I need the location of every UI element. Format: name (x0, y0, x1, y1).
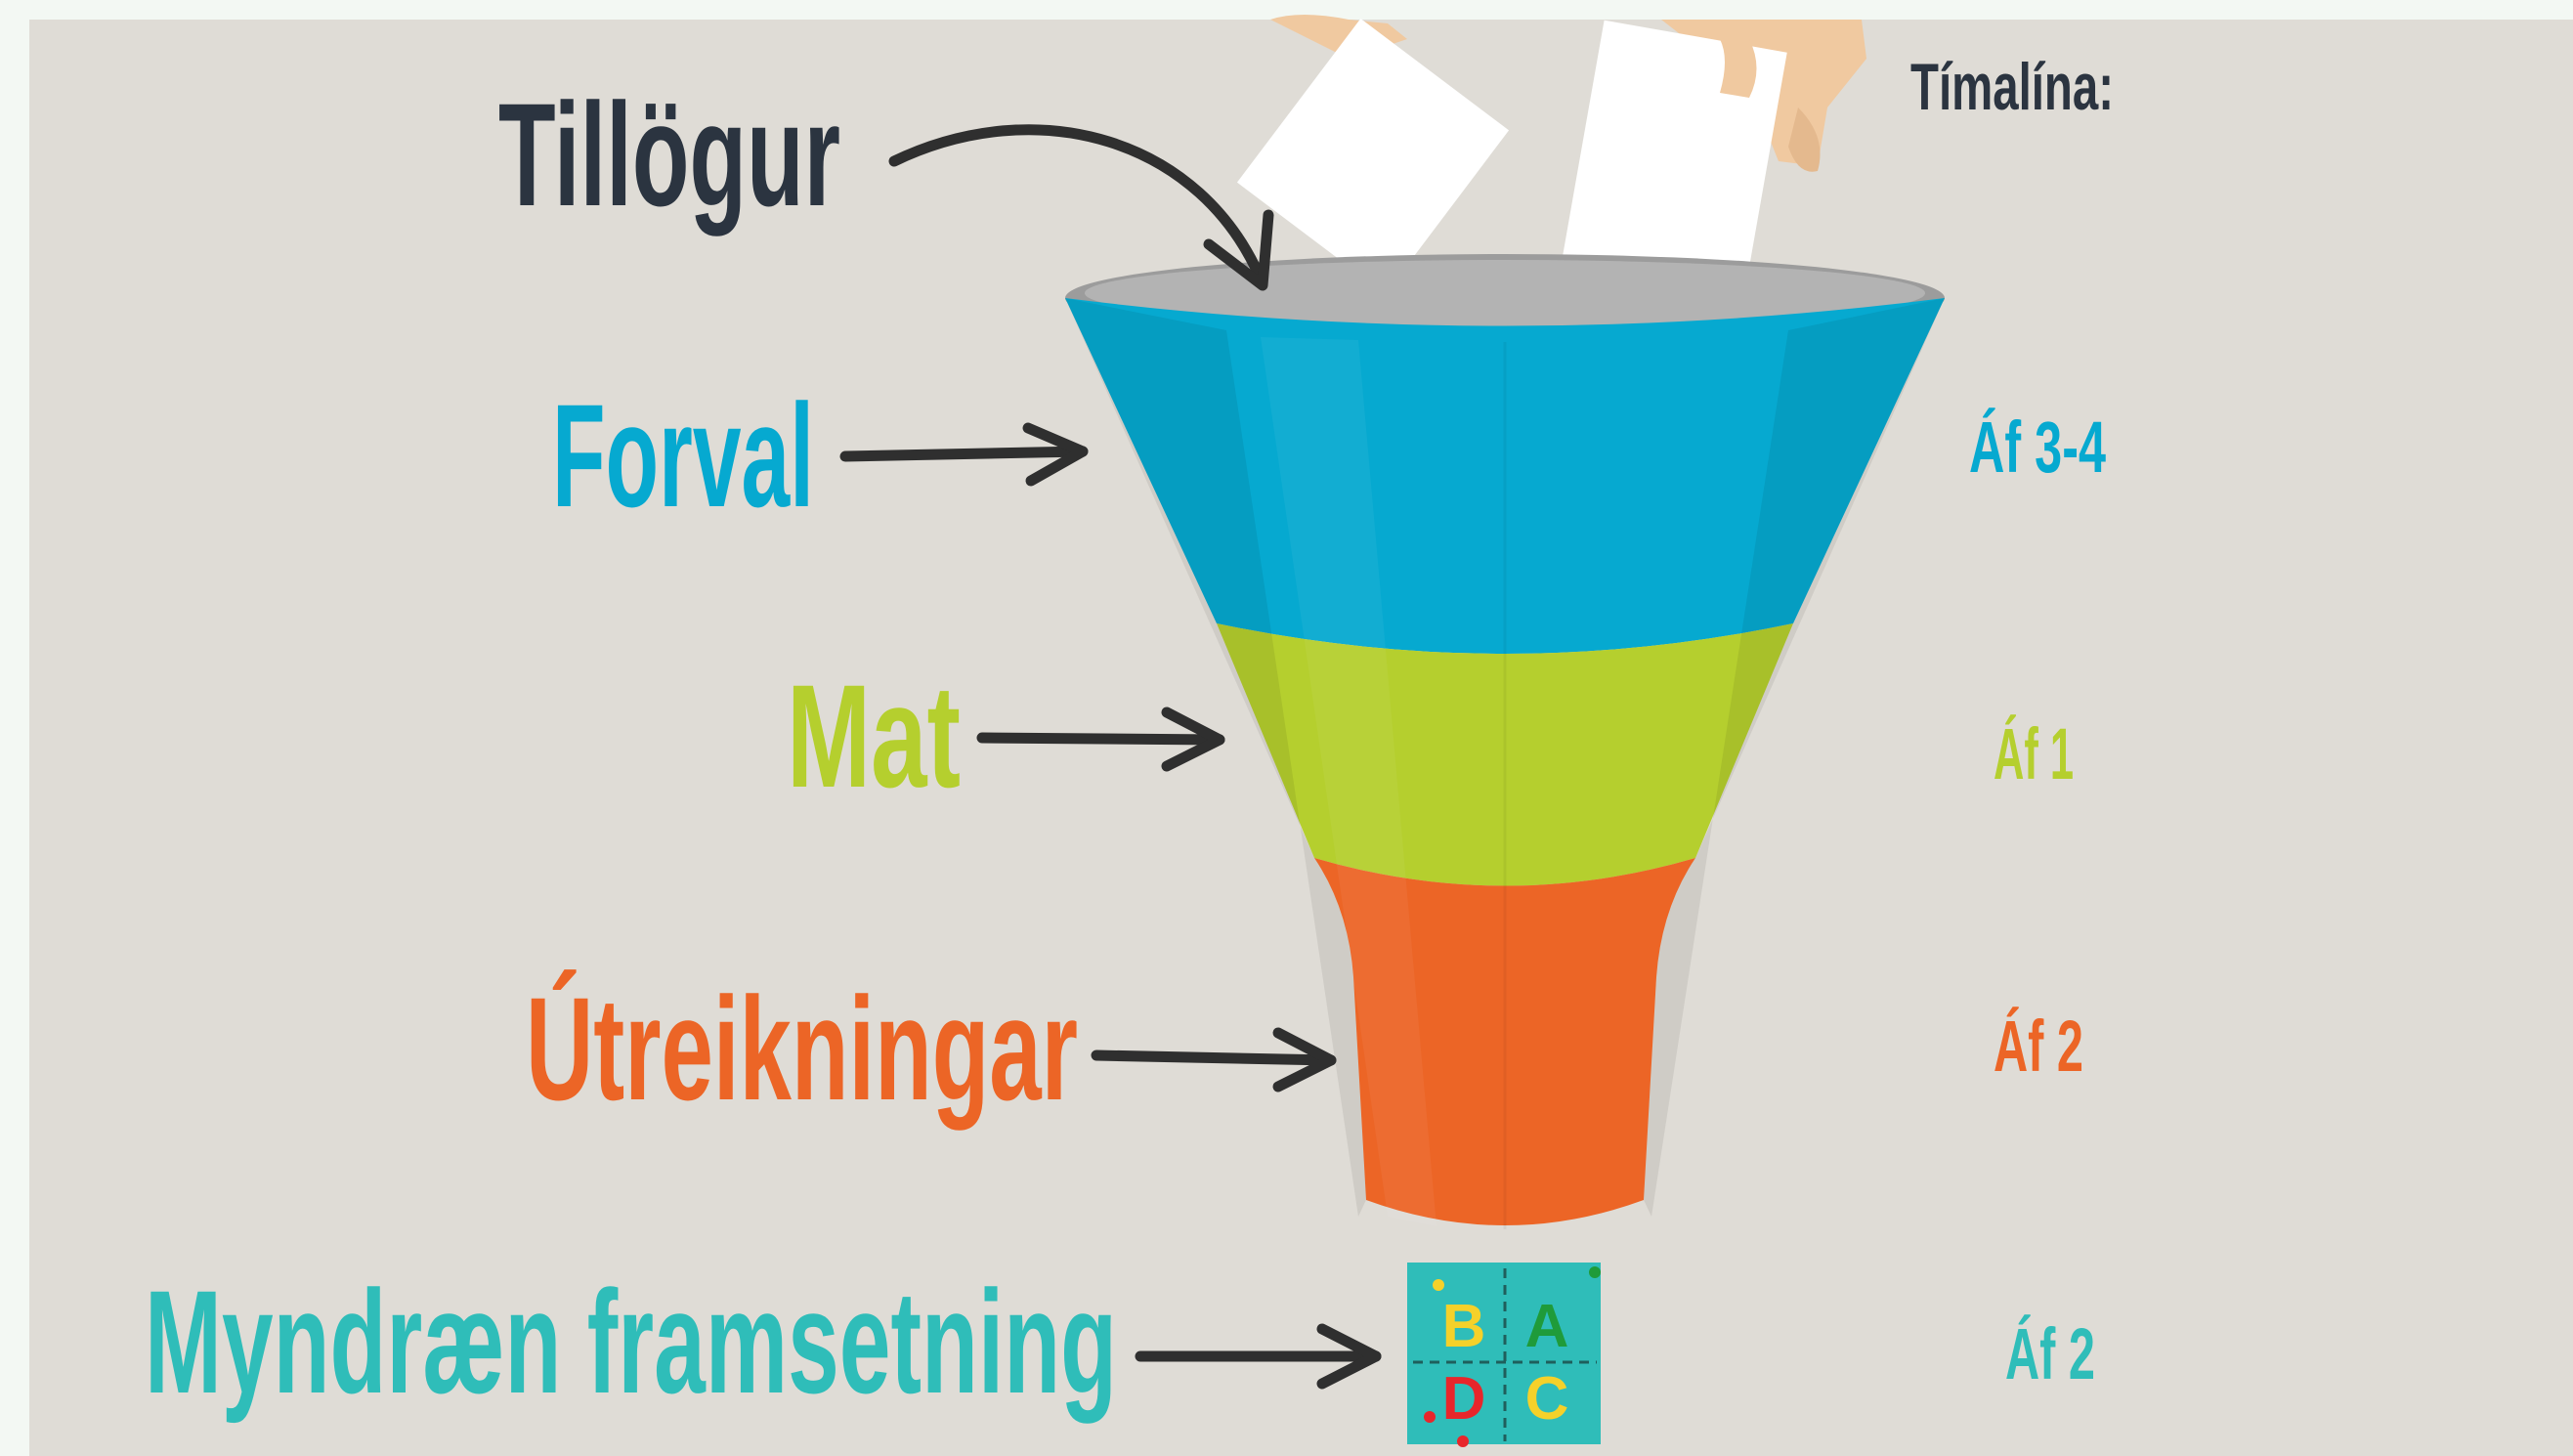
matrix-cell-b: B (1442, 1293, 1486, 1360)
matrix-cell-c: C (1525, 1365, 1569, 1433)
ballot-paper-icon (1236, 18, 1510, 295)
funnel-highlight (1261, 337, 1437, 1226)
stage-label-myndraen-framsetning: Myndræn framsetning (145, 1260, 1117, 1424)
hand-icon (1720, 39, 1757, 98)
mat-arrow-icon (976, 732, 1225, 746)
hand-icon (1788, 107, 1821, 172)
curved-arrow-icon-head (1203, 209, 1274, 291)
funnel-opening (1085, 260, 1925, 326)
timeline-heading: Tímalína: (1910, 50, 2114, 124)
stage-label-utreikningar: Útreikningar (526, 966, 1078, 1131)
matrix-dot (1424, 1411, 1436, 1423)
forval-arrow-head (1022, 422, 1089, 487)
funnel-section-green (1217, 623, 1793, 886)
matrix-dot (1457, 1435, 1469, 1447)
mat-arrow-head (1161, 707, 1225, 772)
utreikningar-arrow-icon (1091, 1049, 1337, 1066)
myndraen-arrow-head (1316, 1323, 1382, 1390)
funnel-shade-left (1065, 298, 1366, 1217)
funnel-section-orange (1314, 858, 1695, 1225)
abcd-matrix-icon: B A D C (1407, 1263, 1601, 1447)
matrix-cell-d: D (1442, 1365, 1486, 1433)
stage-label-mat: Mat (787, 654, 961, 818)
funnel-section-blue (1065, 298, 1945, 654)
stage-label-forval: Forval (552, 373, 814, 537)
funnel-shade-right (1644, 298, 1945, 1217)
timeline-value-myndraen: Áf 2 (2005, 1313, 2095, 1394)
ballot-paper-icon (1556, 20, 1787, 327)
timeline-value-forval: Áf 3-4 (1969, 407, 2106, 488)
stage-label-tillogur: Tillögur (498, 72, 840, 236)
forval-arrow-icon (839, 446, 1089, 462)
funnel (1065, 254, 1945, 1229)
matrix-dot (1589, 1266, 1601, 1278)
arrows (839, 124, 1382, 1390)
matrix-cell-a: A (1525, 1293, 1569, 1360)
timeline-value-mat: Áf 1 (1994, 713, 2074, 794)
utreikningar-arrow-head (1272, 1027, 1337, 1092)
matrix-dot (1433, 1279, 1444, 1291)
hands-with-papers (1236, 15, 1866, 327)
curved-arrow-icon (888, 124, 1268, 289)
timeline-value-utreikningar: Áf 2 (1994, 1006, 2083, 1087)
